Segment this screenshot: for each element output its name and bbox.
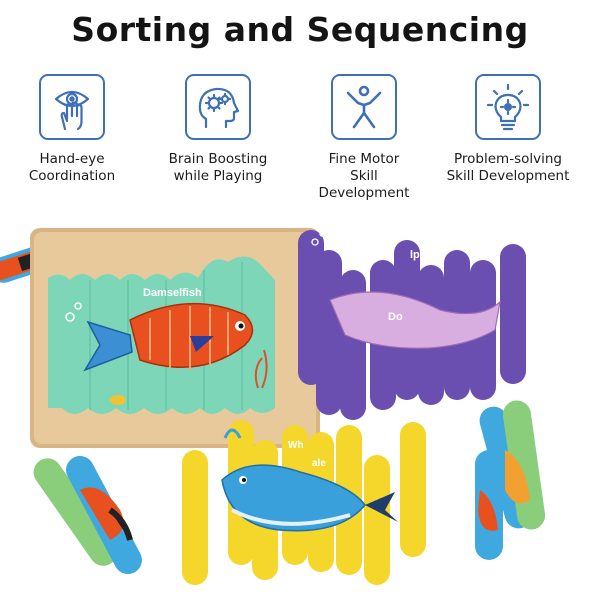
whale-label-part1: Wh [288, 440, 304, 451]
feature-label-line2: while Playing [173, 168, 263, 184]
feature-label-line2: Skill [350, 168, 378, 184]
lightbulb-gear-icon [475, 74, 541, 140]
whale-label-part2: ale [312, 458, 326, 469]
whale-puzzle: Wh ale [182, 420, 426, 585]
damselfish-puzzle: Damselfish [48, 256, 275, 414]
stick-figure-icon [331, 74, 397, 140]
hand-eye-icon [39, 74, 105, 140]
feature-label-line2: Skill Development [446, 168, 570, 184]
dolphin-label-part1: Do [388, 311, 403, 323]
stray-pieces-bottom-left [33, 455, 142, 575]
dolphin-puzzle: Do lphin [298, 230, 526, 420]
feature-label-line3: Development [318, 185, 410, 201]
feature-label-line1: Problem-solving [454, 151, 562, 167]
feature-label-line1: Hand-eye [39, 151, 105, 167]
feature-fine-motor: Fine Motor Skill Development [296, 74, 432, 202]
feature-label-line2: Coordination [28, 168, 116, 184]
puzzle-photo: Damselfish Do lphin [0, 210, 600, 600]
feature-hand-eye: Hand-eye Coordination [4, 74, 140, 185]
stray-pieces-bottom-right [475, 400, 546, 560]
feature-label-line1: Brain Boosting [168, 151, 268, 167]
feature-problem-solving: Problem-solving Skill Development [440, 74, 576, 185]
dolphin-label-part2: lphin [410, 249, 437, 261]
damselfish-label: Damselfish [143, 287, 202, 299]
feature-label-line1: Fine Motor [328, 151, 400, 167]
brain-gears-icon [185, 74, 251, 140]
page-title: Sorting and Sequencing [71, 10, 529, 49]
feature-brain-boosting: Brain Boosting while Playing [150, 74, 286, 185]
